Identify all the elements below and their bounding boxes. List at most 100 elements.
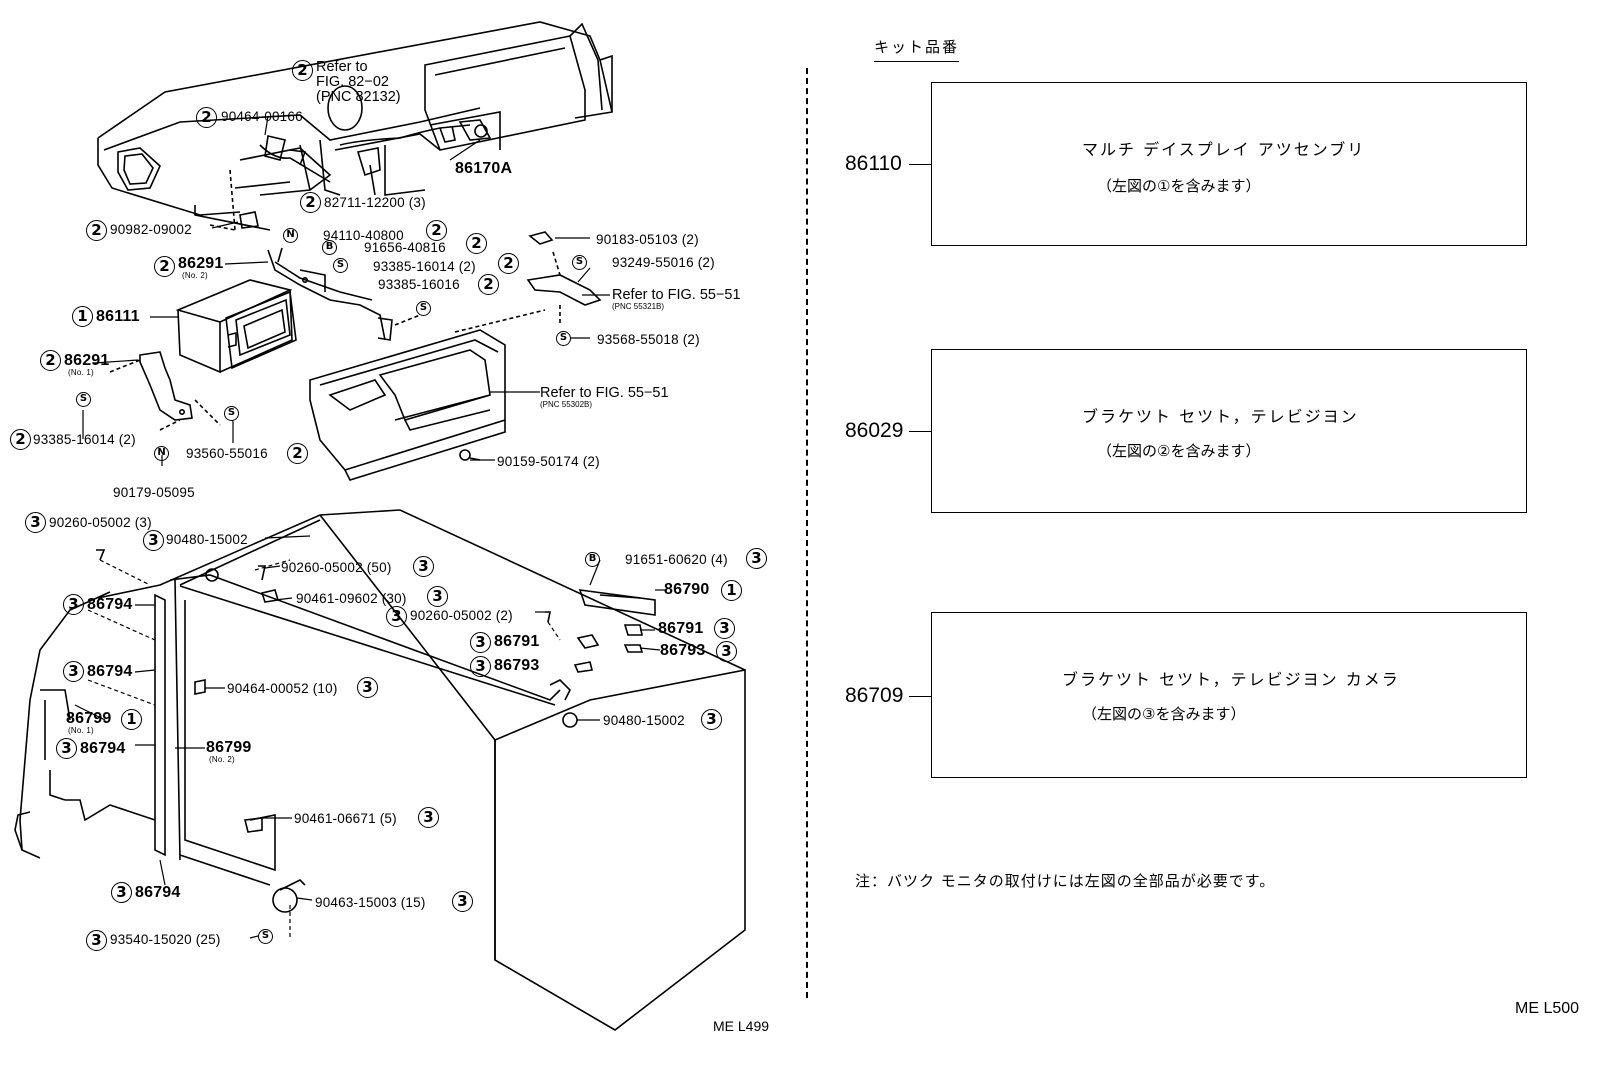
part-label: 82711-12200 (3) [324, 195, 426, 210]
kit-item: 86709 ブラケツト セツト，テレビジヨン カメラ （左図の③を含みます） [845, 612, 1545, 778]
part-label: 90463-15003 (15) [315, 895, 426, 910]
part-label: 93385-16014 (2) [33, 432, 136, 447]
bracket-no2-drawing [267, 247, 421, 341]
drawing-code-left: ME L499 [713, 1018, 770, 1034]
kit-box: ブラケツト セツト，テレビジヨン （左図の②を含みます） [931, 349, 1527, 513]
kit-note: （左図の③を含みます） [1082, 705, 1246, 723]
part-label: 90982-09002 [110, 222, 192, 237]
bracket-no1-drawing [109, 351, 221, 431]
kit-leader [909, 164, 931, 165]
marker-3: 3 [418, 807, 439, 828]
part-label-sub: (No. 1) [68, 726, 94, 735]
part-label: 86794 [135, 884, 181, 901]
marker-2: 2 [478, 274, 499, 295]
marker-2: 2 [292, 60, 313, 81]
marker-3: 3 [714, 618, 735, 639]
drawing-code-right: ME L500 [1515, 1000, 1580, 1017]
marker-2: 2 [86, 220, 107, 241]
kit-number: 86029 [845, 419, 904, 442]
part-label: 86111 [96, 308, 140, 325]
part-label: 86799 [206, 739, 252, 756]
kit-title: キット品番 [874, 36, 960, 62]
ref-fig-55-51-bracket: Refer to FIG. 55−51 (PNC 55321B) [612, 287, 741, 312]
marker-2: 2 [466, 233, 487, 254]
marker-b: B [322, 240, 337, 255]
part-label: 86791 [494, 633, 540, 650]
marker-3: 3 [386, 606, 407, 627]
kit-number: 86110 [845, 152, 902, 175]
marker-2: 2 [196, 107, 217, 128]
part-label: 91656-40816 [364, 240, 446, 255]
part-label: 90464-00052 (10) [227, 681, 338, 696]
part-label: 86170A [455, 160, 513, 177]
part-label: 86793 [660, 642, 706, 659]
kit-name: ブラケツト セツト，テレビジヨン カメラ [1062, 670, 1400, 689]
marker-3: 3 [25, 512, 46, 533]
part-label-sub: (No. 1) [68, 368, 94, 377]
part-label: 90461-09602 (30) [296, 591, 407, 606]
kit-box: ブラケツト セツト，テレビジヨン カメラ （左図の③を含みます） [931, 612, 1527, 778]
kit-item: 86110 マルチ デイスプレイ アツセンブリ （左図の①を含みます） [845, 82, 1545, 246]
kit-footnote: 注：バツク モニタの取付けには左図の全部品が必要です。 [855, 872, 1276, 890]
part-label: 86291 [64, 352, 110, 369]
part-label: 90461-06671 (5) [294, 811, 397, 826]
part-label: 90159-50174 (2) [497, 454, 600, 469]
parts-line-art [14, 21, 746, 1031]
part-label: 90480-15002 [603, 713, 685, 728]
marker-2: 2 [498, 253, 519, 274]
part-label: 86799 [66, 710, 112, 727]
trim-panel-drawing [309, 309, 546, 481]
marker-3: 3 [701, 709, 722, 730]
marker-3: 3 [413, 556, 434, 577]
marker-3: 3 [111, 882, 132, 903]
section-divider [806, 68, 808, 998]
marker-2: 2 [287, 443, 308, 464]
part-label: 90179-05095 [113, 485, 195, 500]
marker-3: 3 [357, 677, 378, 698]
bracket-55321b-drawing [526, 231, 602, 325]
part-label: 86794 [80, 740, 126, 757]
marker-3: 3 [86, 930, 107, 951]
kit-leader [909, 696, 931, 697]
part-label: 90183-05103 (2) [596, 232, 699, 247]
marker-1: 1 [72, 306, 93, 327]
part-label-sub: (No. 2) [182, 271, 208, 280]
part-label: 91651-60620 (4) [625, 552, 728, 567]
monitor-86111-drawing [175, 279, 297, 374]
part-label: 90260-05002 (3) [49, 515, 152, 530]
part-label-sub: (No. 2) [209, 755, 235, 764]
marker-s: S [258, 929, 273, 944]
part-label: 90260-05002 (2) [410, 608, 513, 623]
part-label: 86794 [87, 663, 133, 680]
ref-fig-82-02: Refer to FIG. 82−02 (PNC 82132) [316, 59, 401, 106]
part-label: 93568-55018 (2) [597, 332, 700, 347]
part-label: 93385-16014 (2) [373, 259, 476, 274]
marker-3: 3 [470, 656, 491, 677]
part-label: 86793 [494, 657, 540, 674]
instrument-panel-drawing [97, 21, 613, 231]
marker-3: 3 [470, 632, 491, 653]
marker-2: 2 [300, 192, 321, 213]
marker-3: 3 [452, 891, 473, 912]
part-label: 93560-55016 [186, 446, 268, 461]
part-label: 86791 [658, 620, 704, 637]
marker-s: S [416, 301, 431, 316]
marker-s: S [556, 331, 571, 346]
marker-s: S [572, 255, 587, 270]
marker-b: B [585, 552, 600, 567]
marker-3: 3 [63, 594, 84, 615]
marker-2: 2 [10, 429, 31, 450]
kit-name: ブラケツト セツト，テレビジヨン [1082, 407, 1359, 426]
part-label: 93249-55016 (2) [612, 255, 715, 270]
marker-1: 1 [721, 580, 742, 601]
part-label: 90480-15002 [166, 532, 248, 547]
part-label: 90464-00166 [221, 109, 303, 124]
kit-item: 86029 ブラケツト セツト，テレビジヨン （左図の②を含みます） [845, 349, 1545, 513]
part-label: 94110-40800 [323, 228, 404, 243]
marker-2: 2 [40, 350, 61, 371]
kit-note: （左図の①を含みます） [1097, 177, 1261, 195]
part-label: 86794 [87, 596, 133, 613]
marker-3: 3 [427, 586, 448, 607]
part-label: 86291 [178, 255, 224, 272]
marker-1: 1 [121, 709, 142, 730]
